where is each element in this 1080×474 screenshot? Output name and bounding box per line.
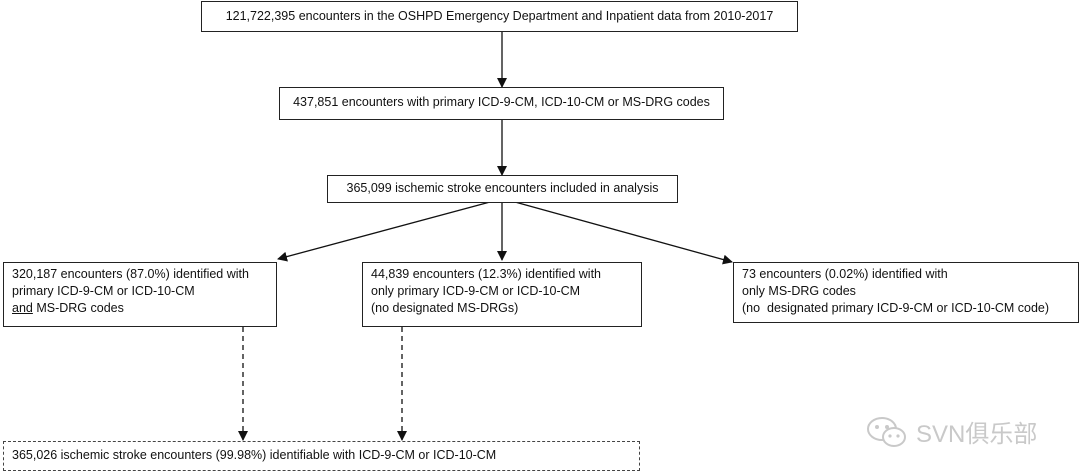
- box-included-analysis: 365,099 ischemic stroke encounters inclu…: [327, 175, 678, 203]
- box-left-and-underlined: and: [12, 301, 33, 315]
- box-left-line2: primary ICD-9-CM or ICD-10-CM: [12, 284, 195, 298]
- box-total-text: 121,722,395 encounters in the OSHPD Emer…: [225, 9, 774, 23]
- box-primary-text: 437,851 encounters with primary ICD-9-CM…: [293, 95, 710, 109]
- box-right-line1: 73 encounters (0.02%) identified with: [742, 267, 948, 281]
- box-left-line1: 320,187 encounters (87.0%) identified wi…: [12, 267, 249, 281]
- box-left-line3: and MS-DRG codes: [12, 300, 268, 317]
- box-middle-line1: 44,839 encounters (12.3%) identified wit…: [371, 267, 602, 281]
- box-bottom-identifiable: 365,026 ischemic stroke encounters (99.9…: [3, 441, 640, 471]
- box-left-line3-rest: MS-DRG codes: [32, 301, 124, 315]
- box-right-line3: (no designated primary ICD-9-CM or ICD-1…: [742, 301, 1050, 315]
- box-primary-codes: 437,851 encounters with primary ICD-9-CM…: [279, 87, 724, 120]
- arrow-included-to-left: [277, 201, 491, 262]
- box-right-line2: only MS-DRG codes: [742, 284, 856, 298]
- watermark-text: SVN俱乐部: [916, 421, 1038, 448]
- box-left-icd-and-msdrg: 320,187 encounters (87.0%) identified wi…: [3, 262, 277, 327]
- box-total-encounters: 121,722,395 encounters in the OSHPD Emer…: [201, 1, 798, 32]
- box-middle-icd-only: 44,839 encounters (12.3%) identified wit…: [362, 262, 642, 327]
- box-middle-line2: only primary ICD-9-CM or ICD-10-CM: [371, 284, 581, 298]
- box-bottom-text: 365,026 ischemic stroke encounters (99.9…: [12, 448, 497, 462]
- box-included-text: 365,099 ischemic stroke encounters inclu…: [346, 181, 659, 195]
- box-right-msdrg-only: 73 encounters (0.02%) identified with on…: [733, 262, 1079, 323]
- arrow-included-to-right: [514, 201, 733, 265]
- box-middle-line3: (no designated MS-DRGs): [371, 301, 519, 315]
- wechat-icon: [867, 416, 906, 447]
- watermark: SVN俱乐部: [866, 414, 1037, 449]
